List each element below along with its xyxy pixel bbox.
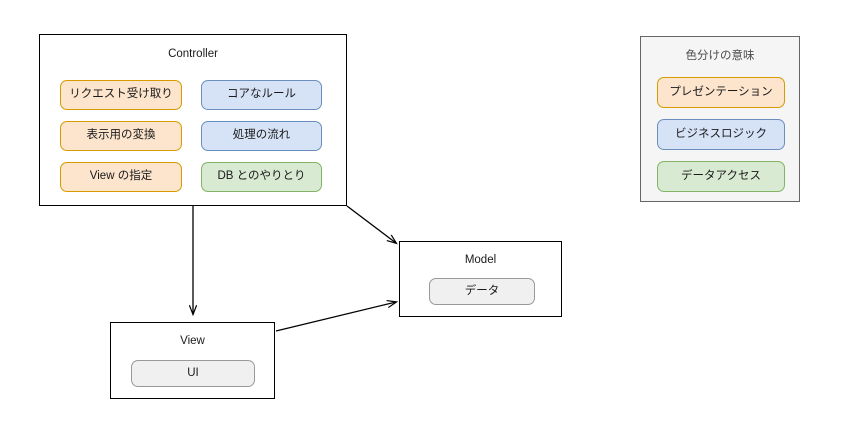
group-view-title: View xyxy=(180,335,205,347)
node-label: UI xyxy=(187,366,199,379)
node-display-conversion[interactable]: 表示用の変換 xyxy=(60,121,182,151)
legend-panel[interactable]: 色分けの意味 プレゼンテーション ビジネスロジック データアクセス xyxy=(640,36,800,202)
legend-item-data-access[interactable]: データアクセス xyxy=(657,161,785,192)
node-label: データ xyxy=(464,284,500,297)
connector-controller-to-model xyxy=(346,205,396,243)
node-label: コアなルール xyxy=(227,88,296,101)
node-process-flow[interactable]: 処理の流れ xyxy=(201,121,322,151)
group-controller-title: Controller xyxy=(168,48,218,60)
group-view[interactable]: View UI xyxy=(110,322,275,399)
node-label: View の指定 xyxy=(89,170,153,183)
node-request-receive[interactable]: リクエスト受け取り xyxy=(60,80,182,110)
node-view-designation[interactable]: View の指定 xyxy=(60,162,182,192)
node-label: 処理の流れ xyxy=(232,129,291,142)
node-core-rules[interactable]: コアなルール xyxy=(201,80,322,110)
legend-item-label: データアクセス xyxy=(681,169,761,182)
node-ui[interactable]: UI xyxy=(131,360,255,387)
connector-view-to-model xyxy=(275,302,396,332)
legend-item-business-logic[interactable]: ビジネスロジック xyxy=(657,119,785,150)
node-label: 表示用の変換 xyxy=(86,129,156,142)
node-label: DB とのやりとり xyxy=(217,170,306,183)
node-data[interactable]: データ xyxy=(429,278,535,305)
node-db-interaction[interactable]: DB とのやりとり xyxy=(201,162,322,192)
legend-item-label: ビジネスロジック xyxy=(675,127,767,140)
group-controller[interactable]: Controller リクエスト受け取り 表示用の変換 View の指定 コアな… xyxy=(39,34,347,206)
legend-item-presentation[interactable]: プレゼンテーション xyxy=(657,77,785,108)
legend-title: 色分けの意味 xyxy=(685,50,755,62)
node-label: リクエスト受け取り xyxy=(69,88,173,101)
group-model[interactable]: Model データ xyxy=(399,241,562,317)
legend-item-label: プレゼンテーション xyxy=(669,85,773,98)
group-model-title: Model xyxy=(464,254,497,266)
